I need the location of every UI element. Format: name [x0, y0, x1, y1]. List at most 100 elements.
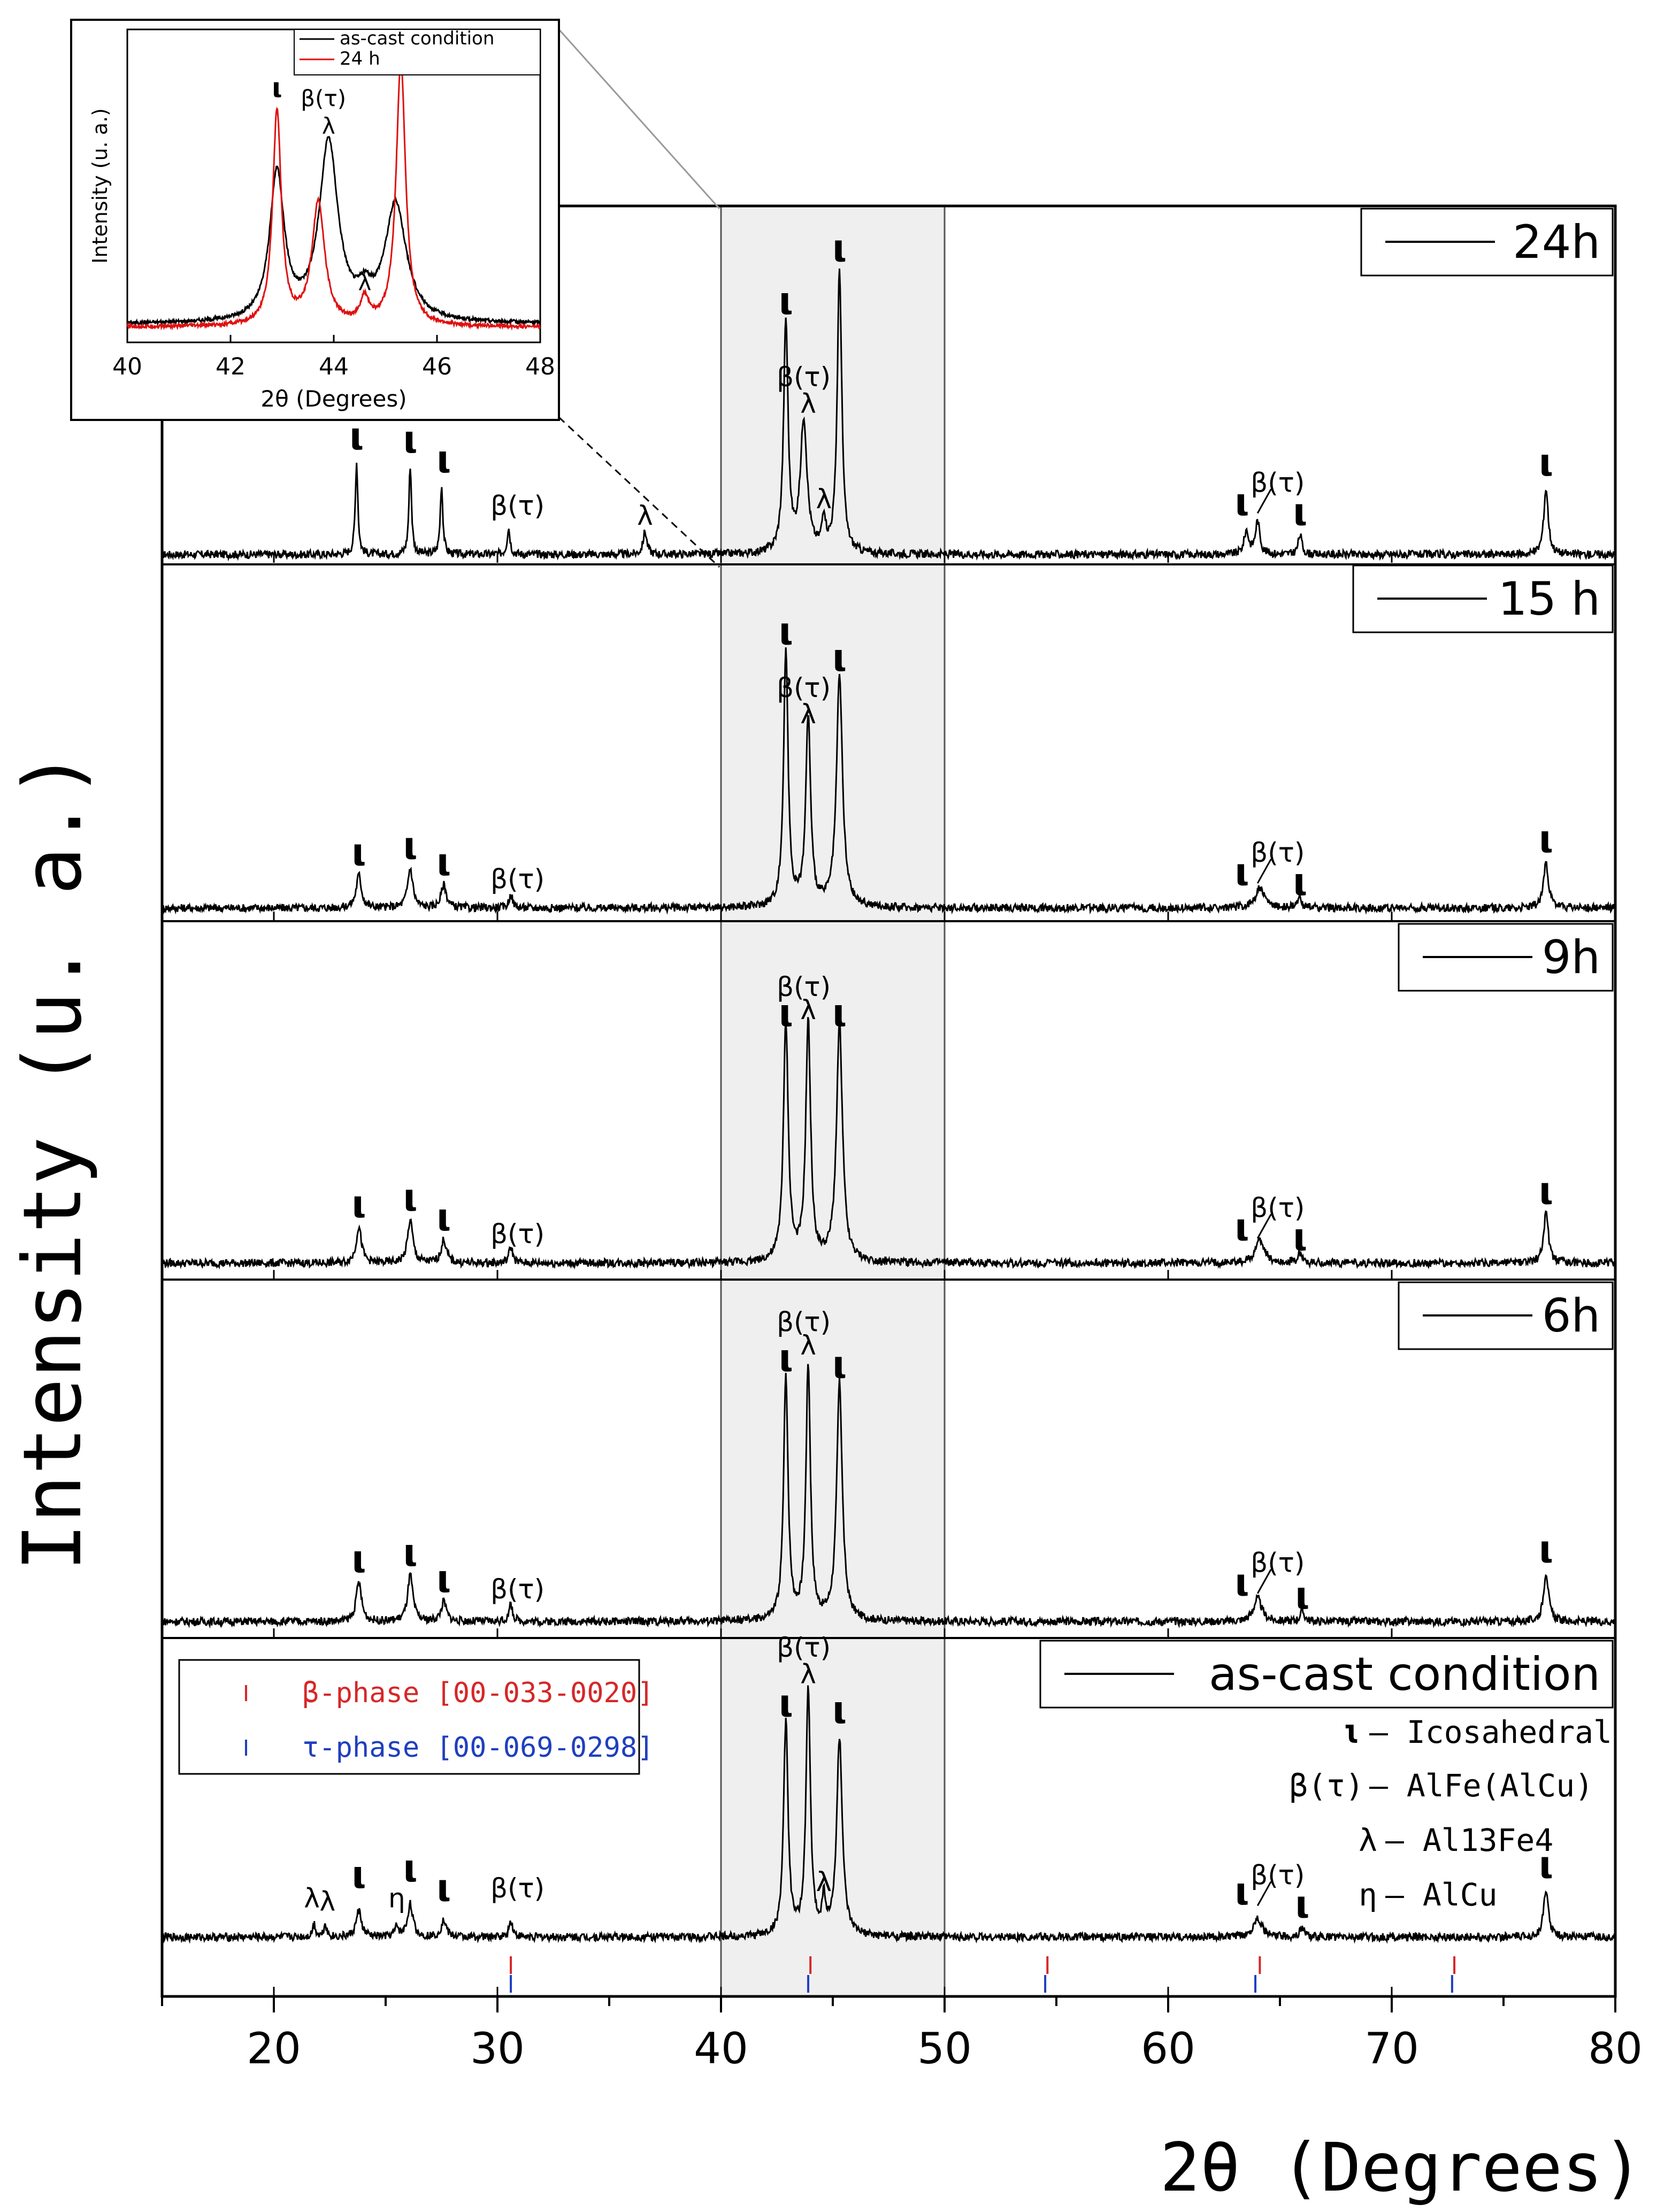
peak-label: ι [403, 1846, 417, 1890]
peak-label: β(τ) [1251, 837, 1305, 868]
inset-legend-label: as-cast condition [340, 28, 494, 49]
series-legend-label: 15 h [1498, 572, 1600, 626]
peak-label: ι [779, 609, 793, 653]
peak-label: β(τ) [777, 1307, 831, 1338]
inset-x-tick-label: 46 [422, 353, 452, 380]
inset-legend-label: 24 h [340, 48, 380, 70]
reference-legend: β-phase [00-033-0020] τ-phase [00-069-02… [178, 1659, 654, 1775]
peak-label: ι [832, 226, 847, 270]
tau-phase-label: τ-phase [00-069-0298] [302, 1732, 654, 1764]
peak-label: ι [779, 991, 793, 1035]
inset-x-tick-label: 48 [525, 353, 555, 380]
peak-label: ι [349, 414, 364, 458]
series-line [161, 1685, 1616, 1944]
series-legend-label: 9h [1542, 931, 1600, 984]
plot-frame [160, 204, 1617, 1998]
beta-phase-label: β-phase [00-033-0020] [302, 1677, 654, 1709]
peak-label: ι [1293, 1215, 1307, 1259]
x-tick-label: 50 [917, 2024, 972, 2073]
peak-label: η [388, 1883, 405, 1914]
peak-label: λ [320, 1886, 336, 1917]
x-tick-label: 20 [247, 2024, 301, 2073]
label-pointer [1256, 1568, 1272, 1594]
peak-label: ι [1295, 1882, 1309, 1926]
x-tick-label: 70 [1364, 2024, 1419, 2073]
peak-label: ι [403, 417, 417, 461]
inset-series-line [127, 135, 541, 327]
peak-label: λ [800, 1658, 816, 1689]
inset-plot-frame [126, 28, 541, 343]
peak-label: ι [351, 1853, 366, 1897]
inset-x-tick-label: 42 [216, 353, 246, 380]
series-line [162, 1364, 1616, 1629]
peak-label: ι [436, 437, 451, 481]
inset-connector-bottom [558, 416, 720, 568]
x-tick-label: 30 [470, 2024, 525, 2073]
peak-label: ι [436, 1866, 451, 1910]
inset-peak-label: λ [322, 113, 335, 139]
peak-label: ι [1234, 1560, 1249, 1604]
x-axis-label: 2θ (Degrees) [1160, 2129, 1643, 2207]
phase-key: ι – Icosahedral β(τ) – AlFe(AlCu) λ – Al… [1289, 1712, 1612, 1913]
series-line [161, 1017, 1616, 1270]
peak-label: ι [1539, 1169, 1553, 1213]
peak-label: β(τ) [777, 971, 831, 1002]
peak-label: ι [436, 1196, 451, 1239]
inset-series-line [126, 60, 541, 331]
inset-connector-top [558, 28, 720, 210]
peak-label: ι [351, 1537, 366, 1581]
peak-label: λ [304, 1883, 320, 1914]
phase-key-eta-sym: η [1359, 1877, 1377, 1913]
series-legend-label: as-cast condition [1209, 1648, 1600, 1701]
peak-label: β(τ) [490, 863, 544, 894]
phase-key-lambda-sym: λ [1359, 1822, 1377, 1858]
peak-label: ι [1293, 490, 1307, 534]
peak-label: λ [800, 388, 816, 419]
peak-label: ι [1539, 1843, 1553, 1887]
peak-label: ι [1295, 1574, 1309, 1618]
inset-x-label: 2θ (Degrees) [260, 386, 407, 412]
peak-label: λ [637, 500, 653, 531]
peak-label: ι [832, 1343, 847, 1387]
label-pointer [1256, 859, 1272, 884]
inset-legend-box [294, 29, 541, 75]
inset-peak-label: β(τ) [301, 86, 346, 112]
series-legend-label: 6h [1542, 1289, 1600, 1343]
peak-label: β(τ) [777, 362, 831, 393]
peak-label: ι [436, 1557, 451, 1601]
peak-label: β(τ) [777, 672, 831, 703]
peak-label: ι [779, 279, 793, 323]
peak-label: ι [1234, 1205, 1249, 1249]
peak-label: ι [351, 830, 366, 874]
peak-label: β(τ) [777, 1632, 831, 1663]
phase-key-lambda-text: – Al13Fe4 [1385, 1822, 1553, 1858]
peak-label: ι [1234, 480, 1249, 524]
peak-label: ι [403, 1176, 417, 1220]
peak-label: ι [832, 1688, 847, 1732]
label-pointer [1256, 1881, 1272, 1907]
inset-x-tick-label: 44 [319, 353, 349, 380]
inset-peak-label: ι [272, 72, 282, 103]
peak-label: ι [1539, 817, 1553, 861]
peak-label: λ [800, 994, 816, 1025]
inset-peak-label: λ [358, 270, 371, 296]
phase-key-iota-text: – Icosahedral [1369, 1714, 1612, 1750]
series-line [161, 647, 1616, 915]
peak-label: β(τ) [1251, 467, 1305, 498]
peak-label: λ [816, 1866, 832, 1897]
peak-label: ι [351, 1182, 366, 1226]
peak-label: β(τ) [1251, 1192, 1305, 1223]
y-axis-label: Intensity (u. a.) [6, 750, 99, 1571]
peak-label: ι [1234, 1869, 1249, 1913]
inset-x-tick-label: 40 [112, 353, 142, 380]
inset-y-label: Intensity (u. a.) [88, 108, 112, 264]
peak-label: ι [779, 1336, 793, 1380]
peak-label: ι [832, 991, 847, 1035]
